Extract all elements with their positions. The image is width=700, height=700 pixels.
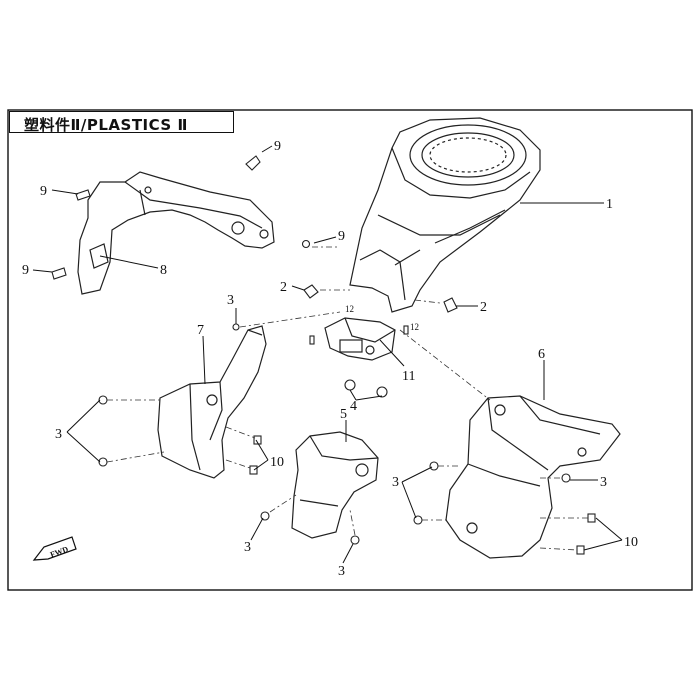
callout-12: 12 (345, 304, 354, 314)
callout-7: 7 (197, 323, 204, 338)
callout-9: 9 (40, 184, 47, 199)
callout-10: 10 (270, 455, 284, 470)
callout-2: 2 (480, 300, 487, 315)
callout-3: 3 (338, 564, 345, 579)
fwd-arrow-icon: FWD (32, 536, 77, 561)
callout-labels: 1 2 2 3 3 3 3 3 3 4 5 6 7 8 9 9 9 9 10 1… (22, 139, 638, 579)
part-11-mount (324, 317, 396, 361)
callout-11: 11 (402, 369, 415, 384)
title-box: 塑料件Ⅱ/PLASTICS Ⅱ (9, 111, 234, 134)
part-1-upper-shroud (349, 117, 541, 313)
part-6-right-panel (445, 395, 621, 559)
callout-2: 2 (280, 280, 287, 295)
callout-3: 3 (227, 293, 234, 308)
callout-3: 3 (392, 475, 399, 490)
callout-9: 9 (338, 229, 345, 244)
part-8-bracket (77, 171, 275, 295)
leader-lines (32, 145, 623, 564)
part-5-center-cover (291, 431, 379, 539)
callout-3: 3 (244, 540, 251, 555)
callout-5: 5 (340, 407, 347, 422)
callout-1: 1 (606, 197, 613, 212)
callout-9: 9 (274, 139, 281, 154)
callout-3: 3 (55, 427, 62, 442)
diagram-frame (7, 109, 693, 591)
callout-12: 12 (410, 322, 419, 332)
assembly-lines (106, 246, 588, 551)
callout-9: 9 (22, 263, 29, 278)
callout-10: 10 (624, 535, 638, 550)
callout-3: 3 (600, 475, 607, 490)
diagram-title: 塑料件Ⅱ/PLASTICS Ⅱ (24, 116, 188, 134)
callout-6: 6 (538, 347, 545, 362)
part-7-left-panel (157, 325, 267, 479)
callout-8: 8 (160, 263, 167, 278)
callout-4: 4 (350, 399, 357, 414)
